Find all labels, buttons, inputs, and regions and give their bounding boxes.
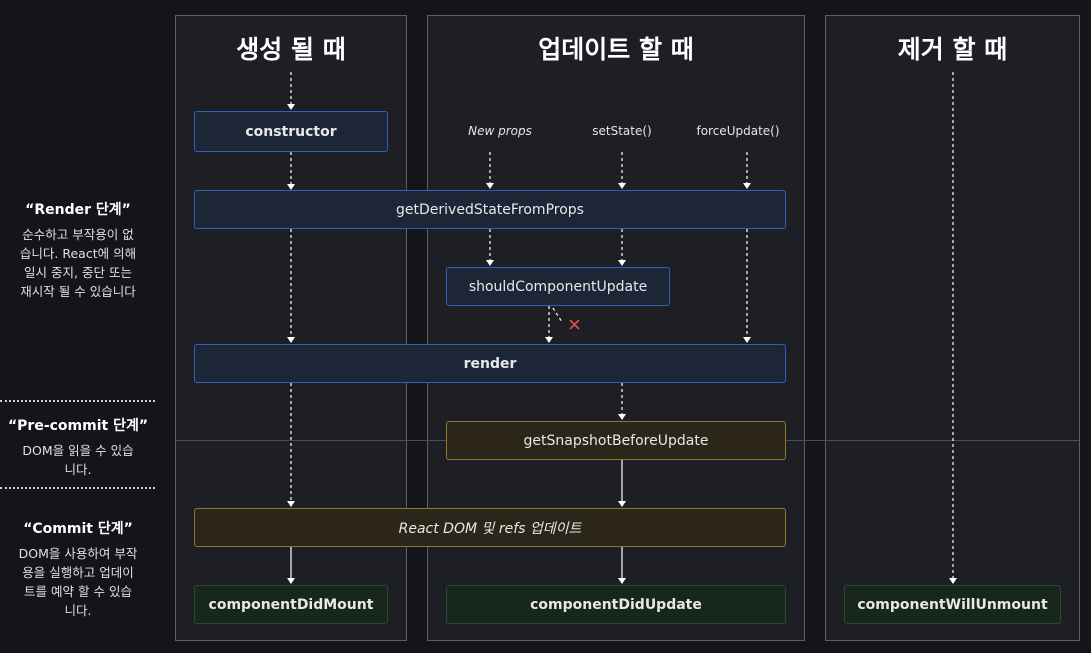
phase-precommit-desc-line: DOM을 읽을 수 있습 [22,443,134,458]
phase-commit-desc-line: 니다. [64,603,92,618]
phase-commit-desc-line: 트를 예약 할 수 있습 [24,584,132,599]
phase-render-desc-line: 일시 중지, 중단 또는 [24,265,132,280]
should-component-update-box[interactable]: shouldComponentUpdate [446,267,670,306]
phase-render-desc: 순수하고 부작용이 없 습니다. React에 의해 일시 중지, 중단 또는 … [2,225,154,301]
component-did-update-box[interactable]: componentDidUpdate [446,585,786,624]
phase-commit-title: “Commit 단계” [23,521,133,537]
render-box[interactable]: render [194,344,786,383]
phase-commit-desc-line: DOM을 사용하여 부작 [18,546,138,561]
trigger-force-update: forceUpdate() [696,124,780,138]
phase-precommit-desc-line: 니다. [64,462,92,477]
column-title-unmount: 제거 할 때 [897,35,1008,64]
get-snapshot-before-update-box[interactable]: getSnapshotBeforeUpdate [446,421,786,460]
phase-render-title: “Render 단계” [25,202,131,218]
phase-commit: “Commit 단계” DOM을 사용하여 부작 용을 실행하고 업데이 트를 … [2,518,154,620]
get-derived-state-from-props-box[interactable]: getDerivedStateFromProps [194,190,786,229]
constructor-box[interactable]: constructor [194,111,388,152]
phase-precommit-title: “Pre-commit 단계” [7,418,149,434]
phase-separator [0,400,155,402]
cancel-x-icon [569,319,580,330]
phase-render-desc-line: 순수하고 부작용이 없 [22,227,134,242]
phase-precommit-desc: DOM을 읽을 수 있습 니다. [2,441,154,479]
phase-render: “Render 단계” 순수하고 부작용이 없 습니다. React에 의해 일… [2,199,154,301]
arrow-should-cancel [552,307,563,323]
component-will-unmount-box[interactable]: componentWillUnmount [844,585,1061,624]
phase-render-desc-line: 재시작 될 수 있습니다 [20,284,136,299]
react-dom-refs-update-box[interactable]: React DOM 및 refs 업데이트 [194,508,786,547]
column-title-update: 업데이트 할 때 [538,35,694,64]
trigger-new-props: New props [468,124,532,138]
phase-commit-desc-line: 용을 실행하고 업데이 [22,565,134,580]
phase-commit-desc: DOM을 사용하여 부작 용을 실행하고 업데이 트를 예약 할 수 있습 니다… [2,544,154,620]
phase-separator [0,487,155,489]
phase-render-desc-line: 습니다. React에 의해 [19,246,137,261]
phase-precommit: “Pre-commit 단계” DOM을 읽을 수 있습 니다. [2,415,154,479]
column-title-mount: 생성 될 때 [236,35,346,64]
component-did-mount-box[interactable]: componentDidMount [194,585,388,624]
trigger-set-state: setState() [592,124,652,138]
